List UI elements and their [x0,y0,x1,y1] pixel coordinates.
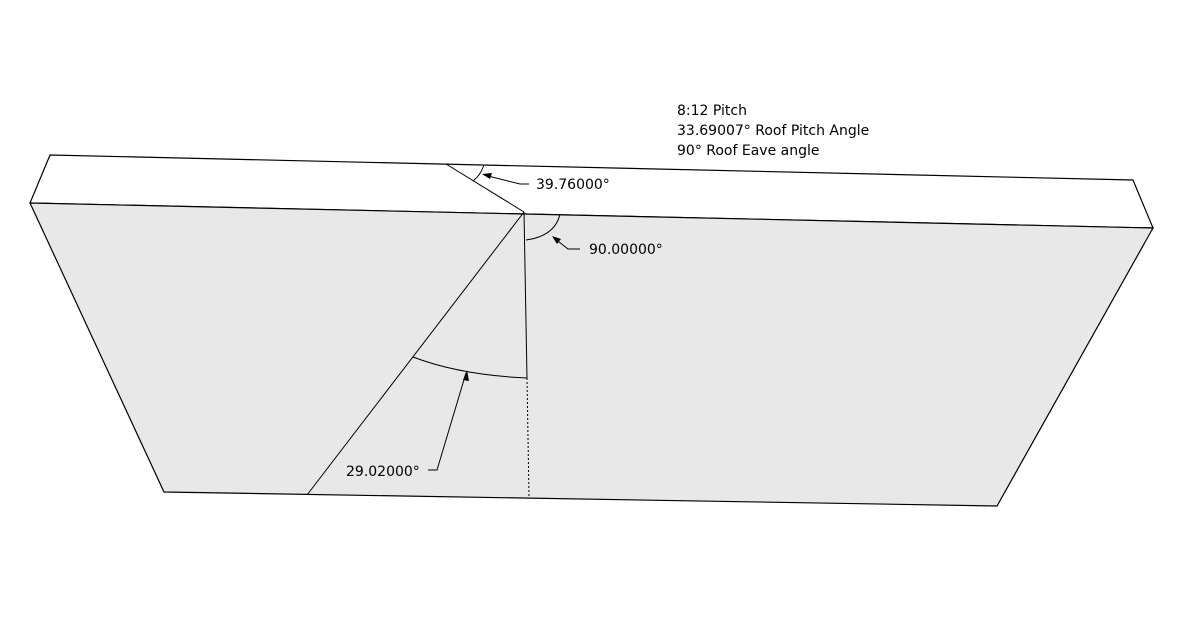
vertical-reference-line [523,211,528,379]
pitch-notes: 8:12 Pitch 33.69007° Roof Pitch Angle 90… [677,101,869,161]
top-angle-arc [472,164,485,182]
front-cut-line [306,211,525,496]
eave-angle-label: 90° Roof Eave angle [677,143,820,159]
eave-angle-arc [525,213,561,241]
cut-angle-arrowhead [463,370,469,381]
pitch-label: 8:12 Pitch [677,103,747,119]
eave-angle-arrowhead [552,236,561,244]
cut-angle-arc [412,356,528,379]
top-angle-leader [483,174,529,185]
eave-corner-angle-label: 90.00000° [589,242,663,258]
cut-angle-label: 29.02000° [346,464,420,480]
board-front-face [29,202,1155,507]
top-angle-arrowhead [482,173,492,179]
top-angle-label: 39.76000° [536,177,610,193]
cut-angle-leader [428,372,467,471]
top-cut-line [445,163,525,213]
pitch-angle-label: 33.69007° Roof Pitch Angle [677,123,870,139]
